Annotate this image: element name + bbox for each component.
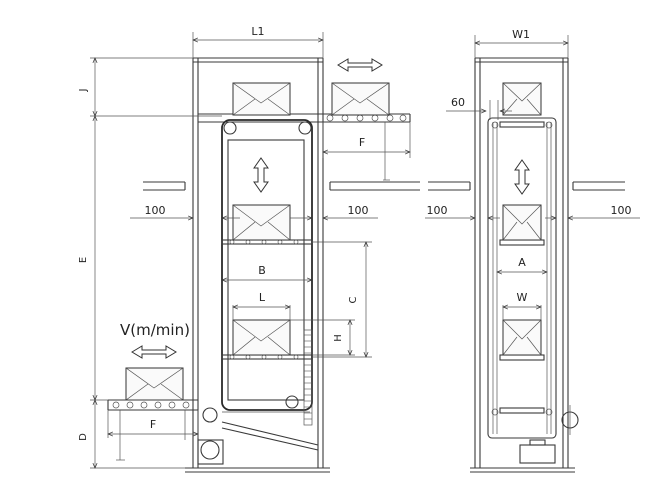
dim-side-gap-left-label: 100: [427, 204, 448, 217]
dim-side-gap-right: 100: [545, 204, 640, 218]
dim-gap-left: 100: [130, 204, 240, 218]
dim-b: B: [222, 264, 312, 280]
package-mid-upper: [232, 204, 291, 241]
vertical-motion-arrow: [253, 157, 269, 193]
package-mid-lower: [232, 319, 291, 356]
front-floor-right: [329, 181, 420, 191]
dim-e: E: [78, 116, 108, 400]
side-package-mid: [502, 204, 542, 241]
dim-a-label: A: [518, 256, 526, 269]
dim-gap-left-label: 100: [145, 204, 166, 217]
dim-gap-right: 100: [290, 204, 378, 218]
side-tower-frame: [470, 57, 575, 473]
side-package-low: [502, 319, 542, 356]
side-shelf-upper: [499, 239, 545, 246]
dim-c: C: [312, 242, 372, 357]
front-shelf-upper: [221, 239, 313, 245]
dim-w: W: [503, 291, 541, 320]
side-shelf-bottom: [499, 407, 545, 414]
side-guide-rails: [487, 117, 557, 439]
dim-f-bottom: F: [108, 410, 198, 438]
dim-l1: L1: [193, 25, 323, 58]
front-floor-left: [143, 181, 186, 191]
dim-h-label: H: [333, 334, 344, 342]
dim-h: H: [290, 320, 355, 355]
dim-f-bottom-label: F: [150, 418, 156, 431]
top-roller-row: [326, 114, 407, 122]
side-vertical-motion-arrow: [514, 159, 530, 195]
dim-side-gap-left: 100: [425, 204, 500, 218]
side-shelf-top: [499, 121, 545, 128]
bottom-horizontal-motion-arrow: [131, 345, 177, 359]
dim-side-gap-right-label: 100: [611, 204, 632, 217]
dim-d: D: [78, 400, 185, 468]
dim-d-label: D: [78, 433, 89, 441]
dim-f-top: F: [323, 122, 410, 158]
side-package-top: [502, 82, 542, 116]
dim-e-label: E: [78, 257, 89, 263]
front-belt-loop: [197, 119, 319, 465]
package-bottom-infeed: [125, 367, 184, 401]
package-top-right: [331, 82, 390, 116]
dim-j: J: [78, 58, 222, 116]
dim-c-label: C: [348, 296, 359, 303]
side-shelf-lower: [499, 354, 545, 361]
side-drive-motor: [519, 405, 579, 464]
dim-j-label: J: [78, 89, 89, 93]
dim-l: L: [233, 291, 290, 320]
side-floor-right: [572, 181, 625, 191]
dim-offset: 60: [446, 96, 512, 120]
dim-f-top-label: F: [359, 136, 365, 149]
dim-b-label: B: [258, 264, 266, 277]
side-floor-left: [428, 181, 471, 191]
speed-label: V(m/min): [120, 321, 190, 339]
package-top-left: [232, 82, 291, 116]
dim-offset-label: 60: [451, 96, 465, 109]
dim-gap-right-label: 100: [348, 204, 369, 217]
dim-w-label: W: [517, 291, 528, 304]
front-view: L1 J E D F: [78, 25, 420, 473]
dim-w1: W1: [475, 28, 568, 58]
dim-l1-label: L1: [251, 25, 264, 38]
front-shelf-lower: [221, 354, 313, 360]
dim-l-label: L: [259, 291, 266, 304]
top-horizontal-motion-arrow: [337, 58, 383, 72]
side-view: W1 60 100 100 A: [425, 28, 640, 473]
dim-w1-label: W1: [512, 28, 530, 41]
dim-a: A: [497, 256, 547, 272]
